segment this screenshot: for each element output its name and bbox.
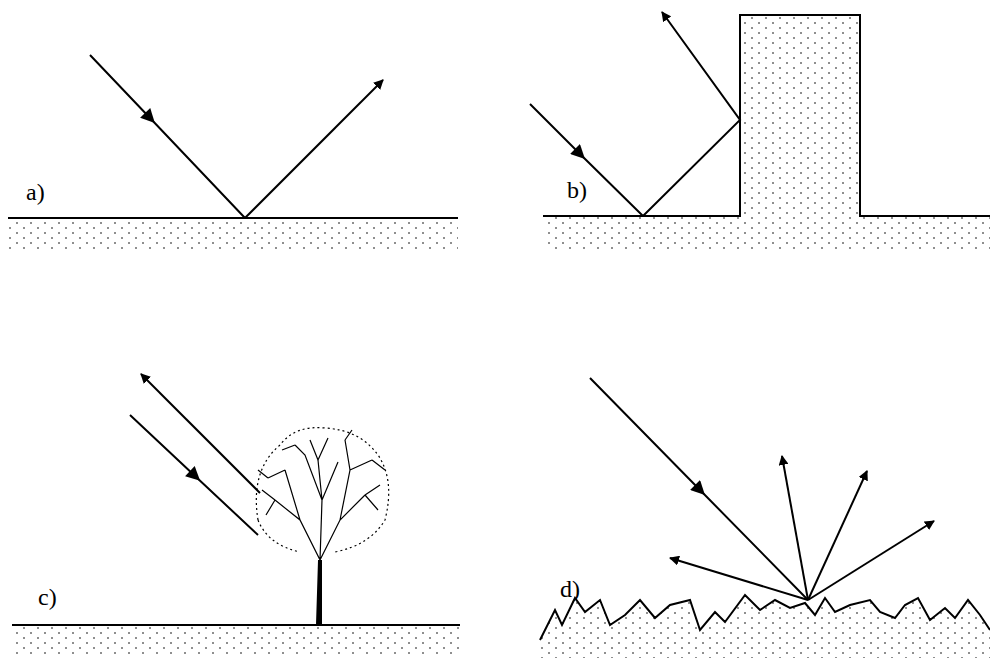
panel-label: d) bbox=[560, 577, 580, 601]
panel-label: c) bbox=[38, 585, 57, 609]
panel-label: a) bbox=[26, 180, 45, 204]
panel-label: b) bbox=[567, 178, 587, 202]
